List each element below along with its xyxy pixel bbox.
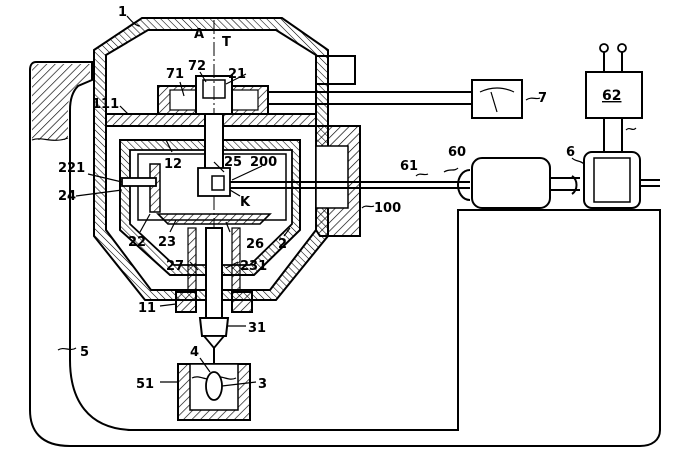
motor-6 [583,151,660,209]
label-2: 2 [278,237,287,252]
label-27: 27 [166,259,184,274]
label-111: 111 [92,97,119,112]
label-A: A [194,27,204,42]
label-200: 200 [250,155,277,170]
tank-51 [177,363,251,421]
label-4: 4 [190,345,199,360]
label-221: 221 [58,161,85,176]
label-26: 26 [246,237,264,252]
base-frame [29,55,661,447]
label-60: 60 [448,145,466,160]
label-71: 71 [166,67,184,82]
label-72: 72 [188,59,206,74]
gear-assembly [121,163,272,225]
label-3: 3 [258,377,267,392]
bottom-bearing-11 [175,291,253,313]
label-K: K [240,195,251,210]
label-11: 11 [138,301,156,316]
chuck-31 [198,317,230,366]
label-7: 7 [538,91,547,106]
label-T: T [222,35,231,50]
meter-7 [268,79,523,119]
label-61: 61 [400,159,418,174]
controller-62 [585,43,643,152]
label-23: 23 [158,235,176,250]
reference-labels: 1 A T 71 72 21 111 7 62 60 61 6 221 12 2… [58,5,621,392]
leader-lines [57,15,585,387]
motor-60 [456,157,580,209]
label-231: 231 [240,259,267,274]
label-12: 12 [164,157,182,172]
label-62: 62 [602,88,621,104]
label-5: 5 [80,345,89,360]
label-24: 24 [58,189,76,204]
inner-housing [119,139,301,276]
label-51: 51 [136,377,154,392]
label-100: 100 [374,201,401,216]
drive-shaft [230,181,470,189]
label-21: 21 [228,67,246,82]
label-31: 31 [248,321,266,336]
label-6: 6 [566,145,575,160]
label-1: 1 [118,5,127,20]
label-25: 25 [224,155,242,170]
label-22: 22 [128,235,146,250]
